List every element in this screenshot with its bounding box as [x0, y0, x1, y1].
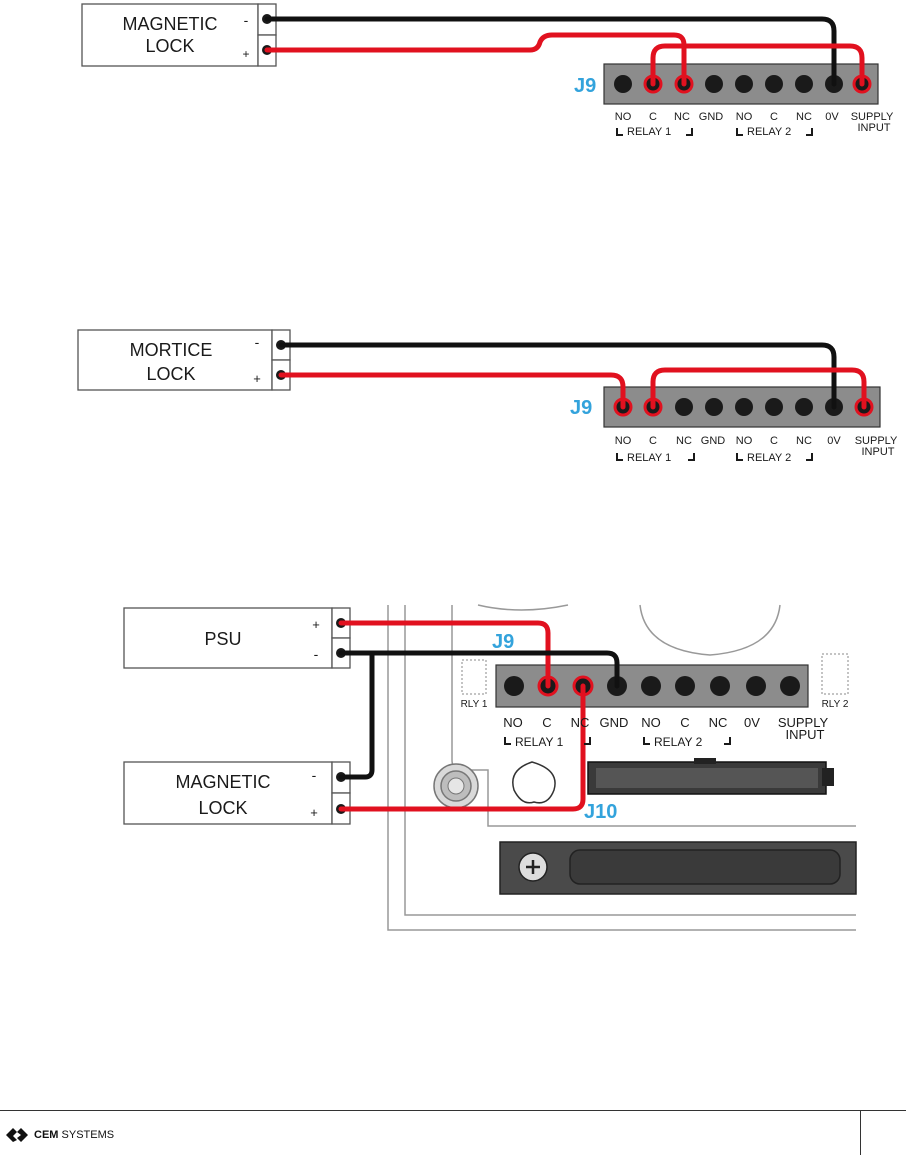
- cem-systems-logo: CEM SYSTEMS: [4, 1127, 114, 1143]
- rly2-label: RLY 2: [822, 699, 849, 710]
- svg-text:C: C: [542, 715, 551, 730]
- rly2-indicator: [822, 654, 848, 694]
- svg-text:NO: NO: [503, 715, 523, 730]
- svg-text:0V: 0V: [744, 715, 760, 730]
- battery-holder: [513, 762, 555, 803]
- diagram-psu-magnetic-lock: RLY 1 RLY 2 J9 J10: [124, 605, 856, 930]
- diagram-mortice-lock: MORTICE LOCK - + J9 NO C NC GND NO C NC …: [78, 330, 898, 464]
- svg-text:C: C: [680, 715, 689, 730]
- svg-text:GND: GND: [600, 715, 629, 730]
- svg-text:NC: NC: [571, 715, 590, 730]
- minus-sign: -: [312, 767, 317, 783]
- footer-divider: [860, 1111, 861, 1155]
- brand-rest: SYSTEMS: [62, 1129, 115, 1141]
- svg-text:GND: GND: [699, 111, 724, 123]
- svg-text:C: C: [649, 111, 657, 123]
- psu-minus-sign: -: [314, 646, 319, 662]
- svg-text:NC: NC: [796, 111, 812, 123]
- relay-labels: RELAY 1 RELAY 2: [617, 452, 812, 464]
- standoff-hole: [434, 764, 478, 808]
- svg-text:NO: NO: [736, 435, 753, 447]
- brand-bold: CEM: [34, 1129, 58, 1141]
- svg-text:NO: NO: [615, 111, 632, 123]
- plus-sign: +: [242, 47, 249, 61]
- psu-plus-sign: +: [312, 617, 320, 632]
- page-footer: CEM SYSTEMS: [0, 1110, 906, 1155]
- svg-text:RELAY 2: RELAY 2: [747, 452, 791, 464]
- connector-j9-label: J9: [574, 75, 596, 97]
- svg-text:NC: NC: [709, 715, 728, 730]
- svg-text:0V: 0V: [825, 111, 839, 123]
- rly1-label: RLY 1: [461, 699, 488, 710]
- svg-text:0V: 0V: [827, 435, 841, 447]
- svg-text:INPUT: INPUT: [862, 446, 895, 458]
- svg-text:NO: NO: [641, 715, 661, 730]
- connector-j10-label: J10: [584, 801, 617, 823]
- svg-text:RELAY 2: RELAY 2: [654, 735, 703, 749]
- svg-text:NO: NO: [615, 435, 632, 447]
- connector-j9-label: J9: [570, 397, 592, 419]
- minus-sign: -: [255, 334, 260, 350]
- svg-text:NO: NO: [736, 111, 753, 123]
- minus-sign: -: [244, 12, 249, 28]
- cem-diamond-icon: [4, 1127, 30, 1143]
- svg-text:INPUT: INPUT: [858, 122, 891, 134]
- device-label-line1: MORTICE: [130, 340, 213, 360]
- diagram-magnetic-lock: MAGNETIC LOCK - + J9 NO C NC GND NO C NC…: [82, 4, 894, 138]
- svg-text:GND: GND: [701, 435, 726, 447]
- svg-text:NC: NC: [674, 111, 690, 123]
- svg-text:RELAY 1: RELAY 1: [515, 735, 564, 749]
- plus-sign: +: [310, 805, 318, 820]
- relay-labels: RELAY 1 RELAY 2: [505, 735, 730, 749]
- relay-labels: RELAY 1 RELAY 2: [617, 126, 812, 138]
- db-connector: [500, 842, 856, 894]
- svg-text:C: C: [770, 435, 778, 447]
- svg-text:RELAY 1: RELAY 1: [627, 452, 671, 464]
- svg-text:RELAY 1: RELAY 1: [627, 126, 671, 138]
- psu-label: PSU: [204, 629, 241, 649]
- device-label-line1: MAGNETIC: [175, 772, 270, 792]
- svg-text:C: C: [649, 435, 657, 447]
- rly1-indicator: [462, 660, 486, 694]
- svg-text:INPUT: INPUT: [786, 727, 825, 742]
- connector-j9-label: J9: [492, 631, 514, 653]
- device-label-line2: LOCK: [145, 36, 194, 56]
- svg-text:RELAY 2: RELAY 2: [747, 126, 791, 138]
- plus-sign: +: [253, 371, 261, 386]
- svg-text:NC: NC: [676, 435, 692, 447]
- svg-text:NC: NC: [796, 435, 812, 447]
- wiring-diagrams: MAGNETIC LOCK - + J9 NO C NC GND NO C NC…: [0, 0, 906, 1110]
- j10-ribbon-header: [588, 758, 834, 794]
- wire-lock-negative: [341, 653, 372, 777]
- device-label-line2: LOCK: [146, 364, 195, 384]
- device-label-line2: LOCK: [198, 798, 247, 818]
- device-label-line1: MAGNETIC: [122, 14, 217, 34]
- svg-text:C: C: [770, 111, 778, 123]
